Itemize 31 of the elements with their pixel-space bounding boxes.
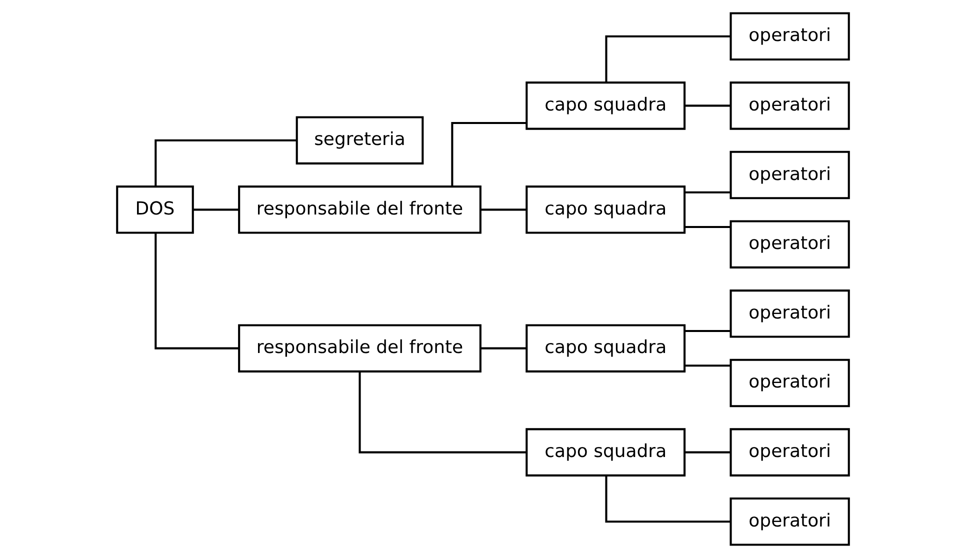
node-box: segreteria — [295, 116, 424, 164]
node-box: operatori — [729, 220, 850, 268]
connector — [480, 208, 526, 211]
node-box: operatori — [729, 290, 850, 338]
node-box: operatori — [729, 150, 850, 200]
connector — [604, 35, 730, 82]
connector — [684, 330, 730, 332]
node-box: capo squadra — [525, 428, 686, 476]
connector — [154, 139, 296, 186]
node-box: DOS — [116, 186, 194, 234]
node-box: operatori — [729, 12, 850, 60]
connector — [154, 233, 238, 350]
connector — [450, 122, 526, 186]
node-box: capo squadra — [525, 186, 686, 234]
node-box: responsabile del fronte — [238, 186, 481, 234]
connector — [684, 191, 730, 194]
node-box: capo squadra — [525, 82, 686, 130]
connector — [358, 372, 526, 454]
connector — [480, 347, 526, 350]
node-box: operatori — [729, 428, 850, 476]
node-box: operatori — [729, 358, 850, 408]
node-box: operatori — [729, 498, 850, 546]
node-box: operatori — [729, 82, 850, 130]
node-box: responsabile del fronte — [238, 324, 481, 372]
connector — [684, 226, 730, 228]
connector — [604, 476, 730, 523]
connector — [192, 208, 238, 211]
connector — [684, 104, 730, 107]
connector — [684, 451, 730, 454]
connector — [684, 364, 730, 367]
node-box: capo squadra — [525, 324, 686, 372]
